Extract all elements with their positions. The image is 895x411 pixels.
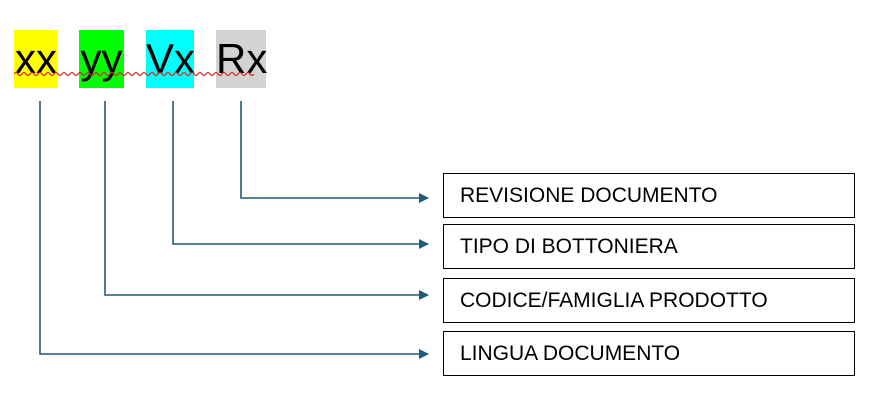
label-box-revision: REVISIONE DOCUMENTO	[443, 173, 855, 218]
connector-yy-product-code	[104, 101, 429, 300]
code-token-xx: xx	[14, 30, 58, 88]
connector-vx-keypad-type	[172, 101, 429, 249]
connector-xx-language	[39, 101, 429, 359]
connector-rx-revision	[240, 101, 429, 203]
code-token-yy: yy	[79, 30, 124, 88]
label-box-keypad-type: TIPO DI BOTTONIERA	[443, 224, 855, 269]
code-token-vx: Vx	[146, 30, 195, 88]
label-box-language: LINGUA DOCUMENTO	[443, 331, 855, 376]
label-box-product-code: CODICE/FAMIGLIA PRODOTTO	[443, 278, 855, 323]
spellcheck-underline	[14, 71, 255, 77]
